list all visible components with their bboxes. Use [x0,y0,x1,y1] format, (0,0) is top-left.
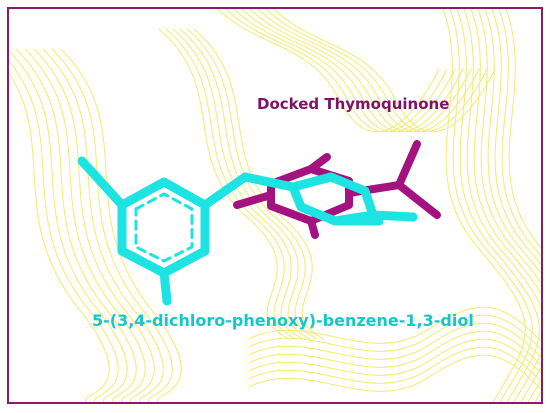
contour-line [179,28,311,340]
contour-line [463,9,541,402]
protein-surface-contours [9,9,541,402]
benzene-aromatic-dashes [134,192,194,263]
contour-line [15,48,137,402]
diol-ligand-molecule [77,156,418,306]
contour-line [225,9,448,133]
contour-line [248,330,541,368]
contour-line [9,50,128,402]
contour-line [273,9,496,133]
thymoquinone-carbonyl-bottom [307,217,319,239]
contour-line [9,72,110,402]
thymoquinone-carbonyl-top [307,153,331,173]
methyl-bottom [159,268,172,306]
contour-line [60,48,182,402]
contour-line [456,9,540,402]
contour-line [491,9,541,266]
contour-line [33,48,155,402]
contour-line [42,48,164,402]
thymoquinone-methyl-bond [233,191,275,209]
contour-line [193,28,325,340]
benzene-ring [117,177,210,278]
contour-line [442,9,526,402]
contour-line [233,9,456,133]
linker-bond-2 [240,172,298,192]
contour-line [505,9,541,249]
contour-line [51,48,173,402]
contour-line [470,9,541,402]
molecular-docking-diagram [9,9,541,402]
isopropyl-branch-up [395,140,421,189]
contour-line [248,322,541,360]
contour-line [248,314,541,352]
contour-line [248,338,541,376]
contour-line [248,354,541,392]
methyl-top-left [77,156,127,210]
contour-line [449,9,533,402]
contour-line [217,9,440,133]
contour-line [249,9,472,133]
contour-line [9,60,119,402]
thymoquinone-molecule [233,140,441,239]
contour-line [248,306,541,344]
contour-line [477,9,541,402]
docked-thymoquinone-label: Docked Thymoquinone [257,95,450,113]
ligand-name-label: 5-(3,4-dichloro-phenoxy)-benzene-1,3-dio… [92,311,474,330]
contour-line [24,48,146,402]
contour-line [241,9,464,133]
linker-bond [200,172,250,210]
contour-line [172,28,304,340]
figure-frame: Docked Thymoquinone 5-(3,4-dichloro-phen… [7,7,543,404]
isopropyl-branch-down [395,181,441,219]
second-ring-substituent [368,210,418,222]
contour-line [186,28,318,340]
contour-line [484,9,541,402]
contour-line [165,28,297,340]
contour-line [265,9,488,133]
contour-line [248,346,541,384]
contour-line [498,9,541,257]
contour-line [158,28,290,340]
